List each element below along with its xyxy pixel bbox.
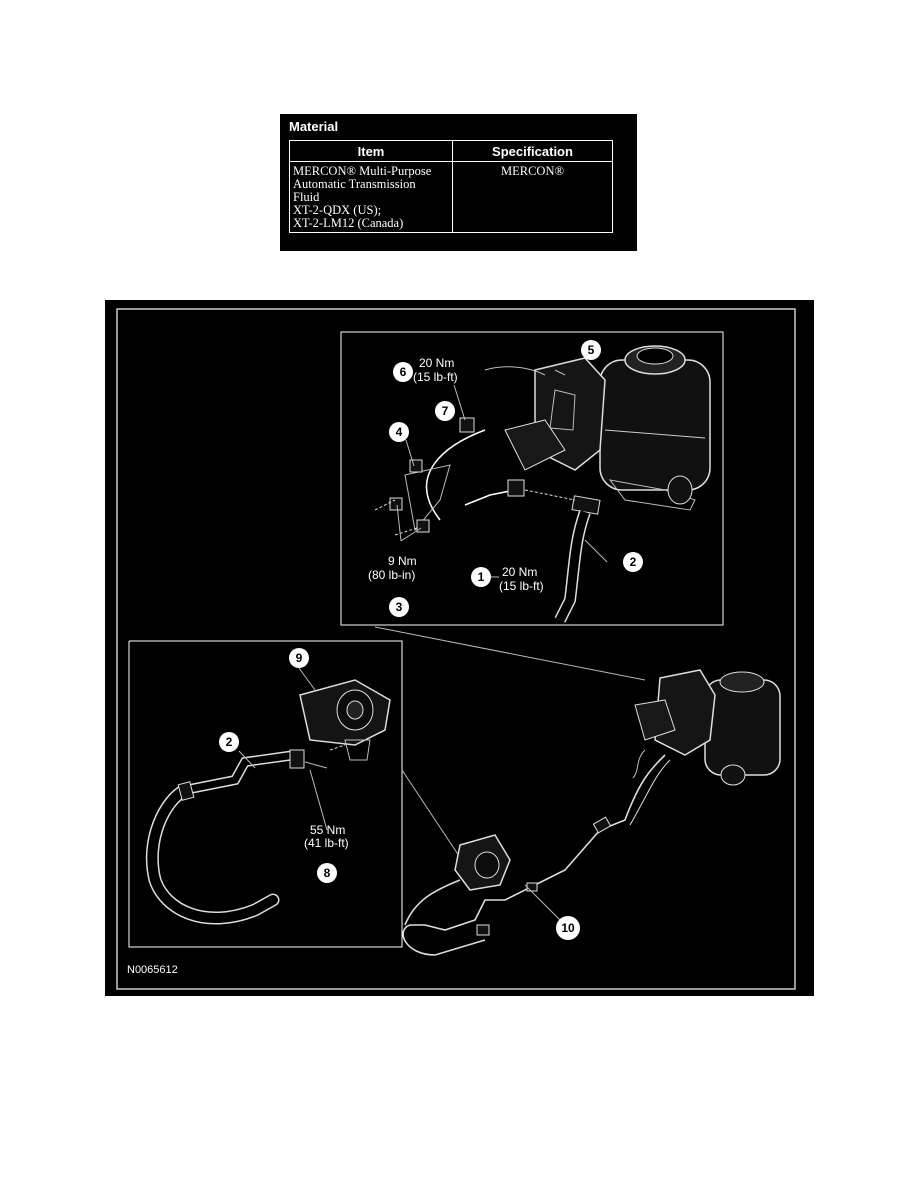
callout-4: 4 xyxy=(389,422,409,442)
table-row: MERCON® Multi-Purpose Automatic Transmis… xyxy=(289,161,613,233)
torque-label-8-lb: (41 lb-ft) xyxy=(304,836,349,850)
item-line: MERCON® Multi-Purpose xyxy=(293,164,432,178)
figure-id: N0065612 xyxy=(127,964,178,976)
callout-7: 7 xyxy=(435,401,455,421)
power-steering-diagram: 6 20 Nm (15 lb-ft) 5 7 4 9 Nm (80 lb-in)… xyxy=(105,300,814,996)
item-cell: MERCON® Multi-Purpose Automatic Transmis… xyxy=(289,161,453,233)
svg-text:2: 2 xyxy=(630,555,637,569)
svg-text:8: 8 xyxy=(324,866,331,880)
callout-10: 10 xyxy=(556,916,580,940)
pump-hose-illustration xyxy=(145,679,391,925)
callout-3: 3 xyxy=(389,597,409,617)
table-header-row: Item Specification xyxy=(289,140,613,162)
svg-text:1: 1 xyxy=(478,570,485,584)
torque-label-1-lb: (15 lb-ft) xyxy=(499,579,544,593)
svg-text:5: 5 xyxy=(588,343,595,357)
torque-label-6-lb: (15 lb-ft) xyxy=(413,370,458,384)
svg-text:9: 9 xyxy=(296,651,303,665)
callout-6: 6 xyxy=(393,362,413,382)
material-table-box: Material Item Specification MERCON® Mult… xyxy=(280,114,637,251)
item-line: Fluid xyxy=(293,190,320,204)
specification-cell: MERCON® xyxy=(452,161,613,233)
callout-2: 2 xyxy=(623,552,643,572)
diagram-frame xyxy=(116,308,796,990)
detail-view-left-frame xyxy=(128,640,403,948)
reservoir-pump-illustration xyxy=(504,345,711,511)
diagram-canvas: 6 20 Nm (15 lb-ft) 5 7 4 9 Nm (80 lb-in)… xyxy=(116,308,796,990)
material-title: Material xyxy=(289,119,339,134)
item-line: XT-2-QDX (US); xyxy=(293,203,382,217)
material-table: Item Specification MERCON® Multi-Purpose… xyxy=(289,140,613,233)
torque-label-1-nm: 20 Nm xyxy=(502,565,537,579)
svg-text:7: 7 xyxy=(442,404,449,418)
item-line: XT-2-LM12 (Canada) xyxy=(293,216,404,230)
svg-text:6: 6 xyxy=(400,365,407,379)
full-assembly-illustration xyxy=(402,669,781,956)
column-header-specification: Specification xyxy=(452,140,613,162)
svg-text:3: 3 xyxy=(396,600,403,614)
item-line: Automatic Transmission xyxy=(293,177,416,191)
callout-8: 8 xyxy=(317,863,337,883)
pressure-line-fittings xyxy=(374,366,601,623)
callout-5: 5 xyxy=(581,340,601,360)
svg-text:4: 4 xyxy=(396,425,403,439)
torque-label-6-nm: 20 Nm xyxy=(419,356,454,370)
column-header-item: Item xyxy=(289,140,453,162)
callout-2-left: 2 xyxy=(219,732,239,752)
torque-label-3-lb: (80 lb-in) xyxy=(368,568,415,582)
svg-text:2: 2 xyxy=(226,735,233,749)
leader-line xyxy=(374,626,646,681)
callout-1: 1 xyxy=(471,567,491,587)
svg-text:10: 10 xyxy=(561,921,575,935)
torque-label-8-nm: 55 Nm xyxy=(310,823,345,837)
detail-view-top-frame xyxy=(340,331,724,626)
torque-label-3-nm: 9 Nm xyxy=(388,554,417,568)
callout-9: 9 xyxy=(289,648,309,668)
